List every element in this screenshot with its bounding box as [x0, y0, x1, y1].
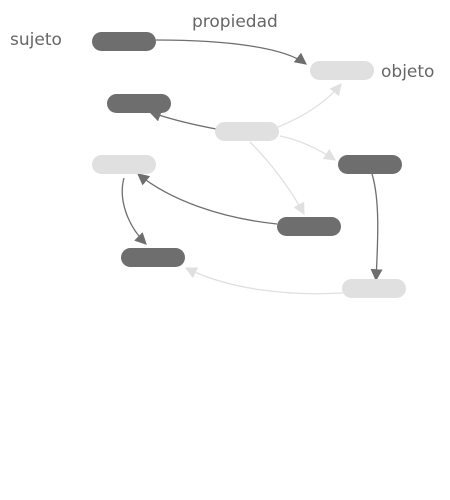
node-n5	[92, 155, 156, 174]
edge-n5-n8	[121, 177, 147, 245]
edge-n4-n7	[249, 141, 305, 216]
node-n8	[121, 248, 185, 267]
edges	[121, 39, 383, 295]
edge-n6-n9	[370, 173, 383, 282]
edge-n4-n6	[279, 135, 336, 161]
node-n2	[310, 61, 374, 80]
edge-n9-n8	[184, 267, 344, 295]
node-n3	[107, 94, 171, 113]
edge-n1-n2	[155, 39, 307, 65]
edge-n4-n2	[277, 83, 342, 128]
node-n4	[215, 122, 279, 141]
node-n9	[342, 279, 406, 298]
node-n6	[338, 155, 402, 174]
subject-label: sujeto	[10, 30, 62, 50]
property-label: propiedad	[192, 12, 278, 32]
object-label: objeto	[381, 62, 435, 82]
edge-n7-n5	[137, 173, 278, 225]
node-n1	[92, 32, 156, 51]
nodes	[92, 32, 406, 298]
node-n7	[277, 217, 341, 236]
edge-n4-n3	[148, 110, 217, 130]
